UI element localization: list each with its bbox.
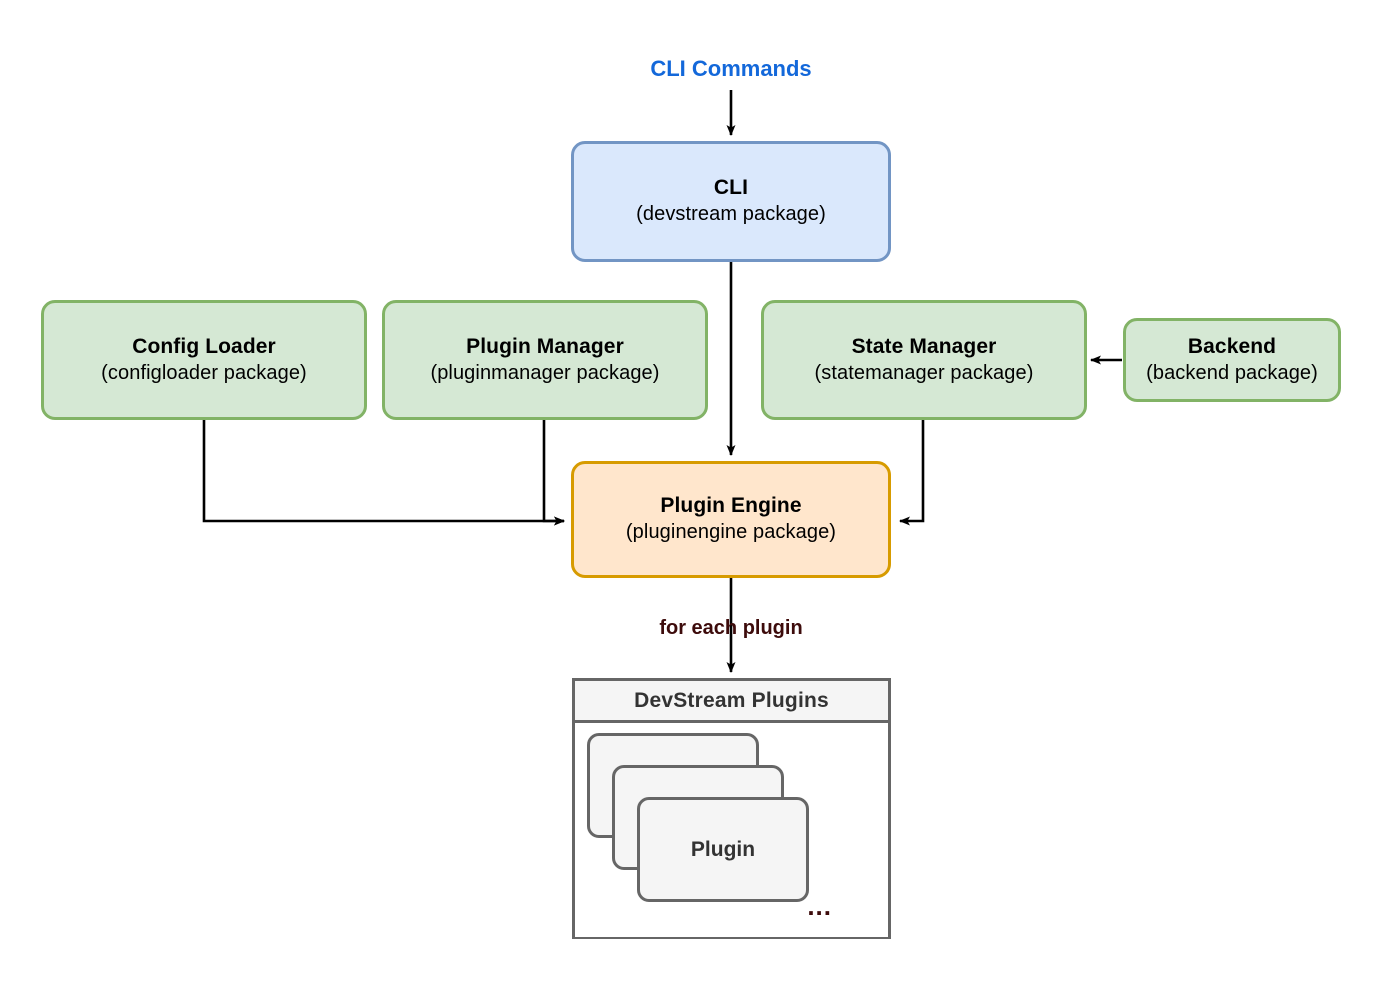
- plugins-ellipsis: ...: [807, 891, 832, 921]
- for-each-plugin-label: for each plugin: [659, 617, 803, 639]
- node-cli[interactable]: CLI (devstream package): [571, 141, 891, 262]
- node-config-loader[interactable]: Config Loader (configloader package): [41, 300, 367, 420]
- edge-plugin-manager-to-plugin-engine: [542, 419, 565, 526]
- node-state-manager-title: State Manager: [851, 334, 997, 358]
- plugin-card[interactable]: Plugin: [637, 797, 809, 902]
- node-config-loader-subtitle: (configloader package): [101, 361, 307, 384]
- node-backend-subtitle: (backend package): [1146, 361, 1318, 384]
- node-backend[interactable]: Backend (backend package): [1123, 318, 1341, 402]
- plugins-container-header: DevStream Plugins: [575, 681, 888, 723]
- plugins-container-body: Plugin ...: [575, 723, 888, 937]
- edge-config-loader-to-plugin-engine: [202, 419, 565, 526]
- node-plugin-manager-title: Plugin Manager: [466, 334, 624, 358]
- edge-state-manager-to-plugin-engine: [899, 419, 925, 526]
- plugins-container[interactable]: DevStream Plugins Plugin ...: [572, 678, 891, 939]
- node-state-manager-subtitle: (statemanager package): [814, 361, 1034, 384]
- node-plugin-manager-subtitle: (pluginmanager package): [430, 361, 660, 384]
- node-state-manager[interactable]: State Manager (statemanager package): [761, 300, 1087, 420]
- node-plugin-engine-subtitle: (pluginengine package): [625, 521, 837, 544]
- node-plugin-engine-title: Plugin Engine: [660, 494, 802, 518]
- node-backend-title: Backend: [1187, 334, 1277, 358]
- node-config-loader-title: Config Loader: [132, 334, 276, 358]
- node-cli-title: CLI: [713, 176, 749, 200]
- cli-commands-label: CLI Commands: [650, 56, 812, 81]
- node-plugin-manager[interactable]: Plugin Manager (pluginmanager package): [382, 300, 708, 420]
- node-cli-subtitle: (devstream package): [636, 203, 826, 226]
- node-plugin-engine[interactable]: Plugin Engine (pluginengine package): [571, 461, 891, 578]
